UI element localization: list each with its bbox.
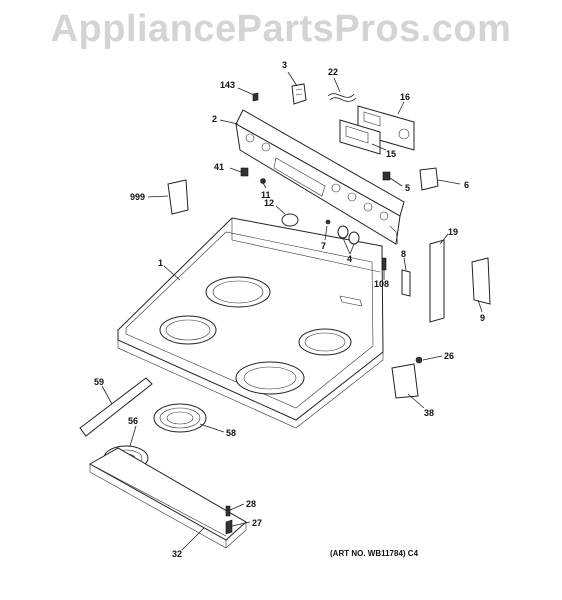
part-59-bracket — [79, 377, 153, 437]
cooktop — [117, 217, 384, 429]
part-41-clip — [240, 167, 249, 177]
callout-16: 16 — [400, 92, 410, 102]
part-32-tray — [88, 447, 247, 541]
callout-41: 41 — [214, 162, 224, 172]
part-16-board — [357, 105, 415, 151]
watermark: AppliancePartsPros.com — [50, 8, 512, 50]
callout-27: 27 — [252, 518, 262, 528]
callout-38: 38 — [424, 408, 434, 418]
callout-28: 28 — [246, 499, 256, 509]
callout-7: 7 — [321, 241, 326, 251]
part-143-screw — [252, 92, 259, 102]
callout-4: 4 — [347, 254, 352, 264]
leader-lines — [101, 71, 483, 551]
callout-56: 56 — [128, 416, 138, 426]
part-5-clip — [382, 171, 391, 181]
part-12-knob — [281, 213, 299, 227]
part-26-nut — [415, 356, 423, 364]
callout-108: 108 — [374, 279, 389, 289]
callout-2: 2 — [212, 114, 217, 124]
part-27-block — [225, 519, 233, 535]
callout-19: 19 — [448, 227, 458, 237]
part-38-cover — [391, 363, 419, 399]
control-panel — [235, 109, 405, 245]
part-6-switch — [419, 167, 439, 191]
callout-58: 58 — [226, 428, 236, 438]
part-58-element — [153, 403, 207, 433]
part-19-bracket — [429, 239, 445, 323]
part-4-knob-b — [348, 231, 360, 245]
callout-8: 8 — [401, 249, 406, 259]
callout-5: 5 — [405, 183, 410, 193]
part-11-screw — [260, 178, 266, 184]
part-108-screw — [381, 257, 387, 271]
callout-59: 59 — [94, 377, 104, 387]
callout-1: 1 — [158, 258, 163, 268]
callout-143: 143 — [220, 80, 235, 90]
callout-6: 6 — [464, 180, 469, 190]
callout-15: 15 — [386, 149, 396, 159]
part-28-screw — [225, 505, 231, 517]
callout-3: 3 — [282, 60, 287, 70]
part-22-harness — [327, 93, 357, 102]
part-9-bracket — [471, 257, 491, 305]
part-8-bracket — [401, 269, 411, 297]
art-number: (ART NO. WB11784) C4 — [330, 549, 419, 558]
callout-26: 26 — [444, 351, 454, 361]
part-7-screw — [325, 219, 331, 225]
part-4-knob-a — [337, 225, 349, 239]
part-15-clock — [339, 119, 381, 155]
callout-999: 999 — [130, 192, 145, 202]
callout-22: 22 — [328, 67, 338, 77]
callout-32: 32 — [172, 549, 182, 559]
callout-11: 11 — [261, 190, 271, 200]
part-3-relay — [291, 83, 307, 105]
part-999-manual — [167, 179, 189, 215]
callout-9: 9 — [480, 313, 485, 323]
callout-12: 12 — [264, 198, 274, 208]
